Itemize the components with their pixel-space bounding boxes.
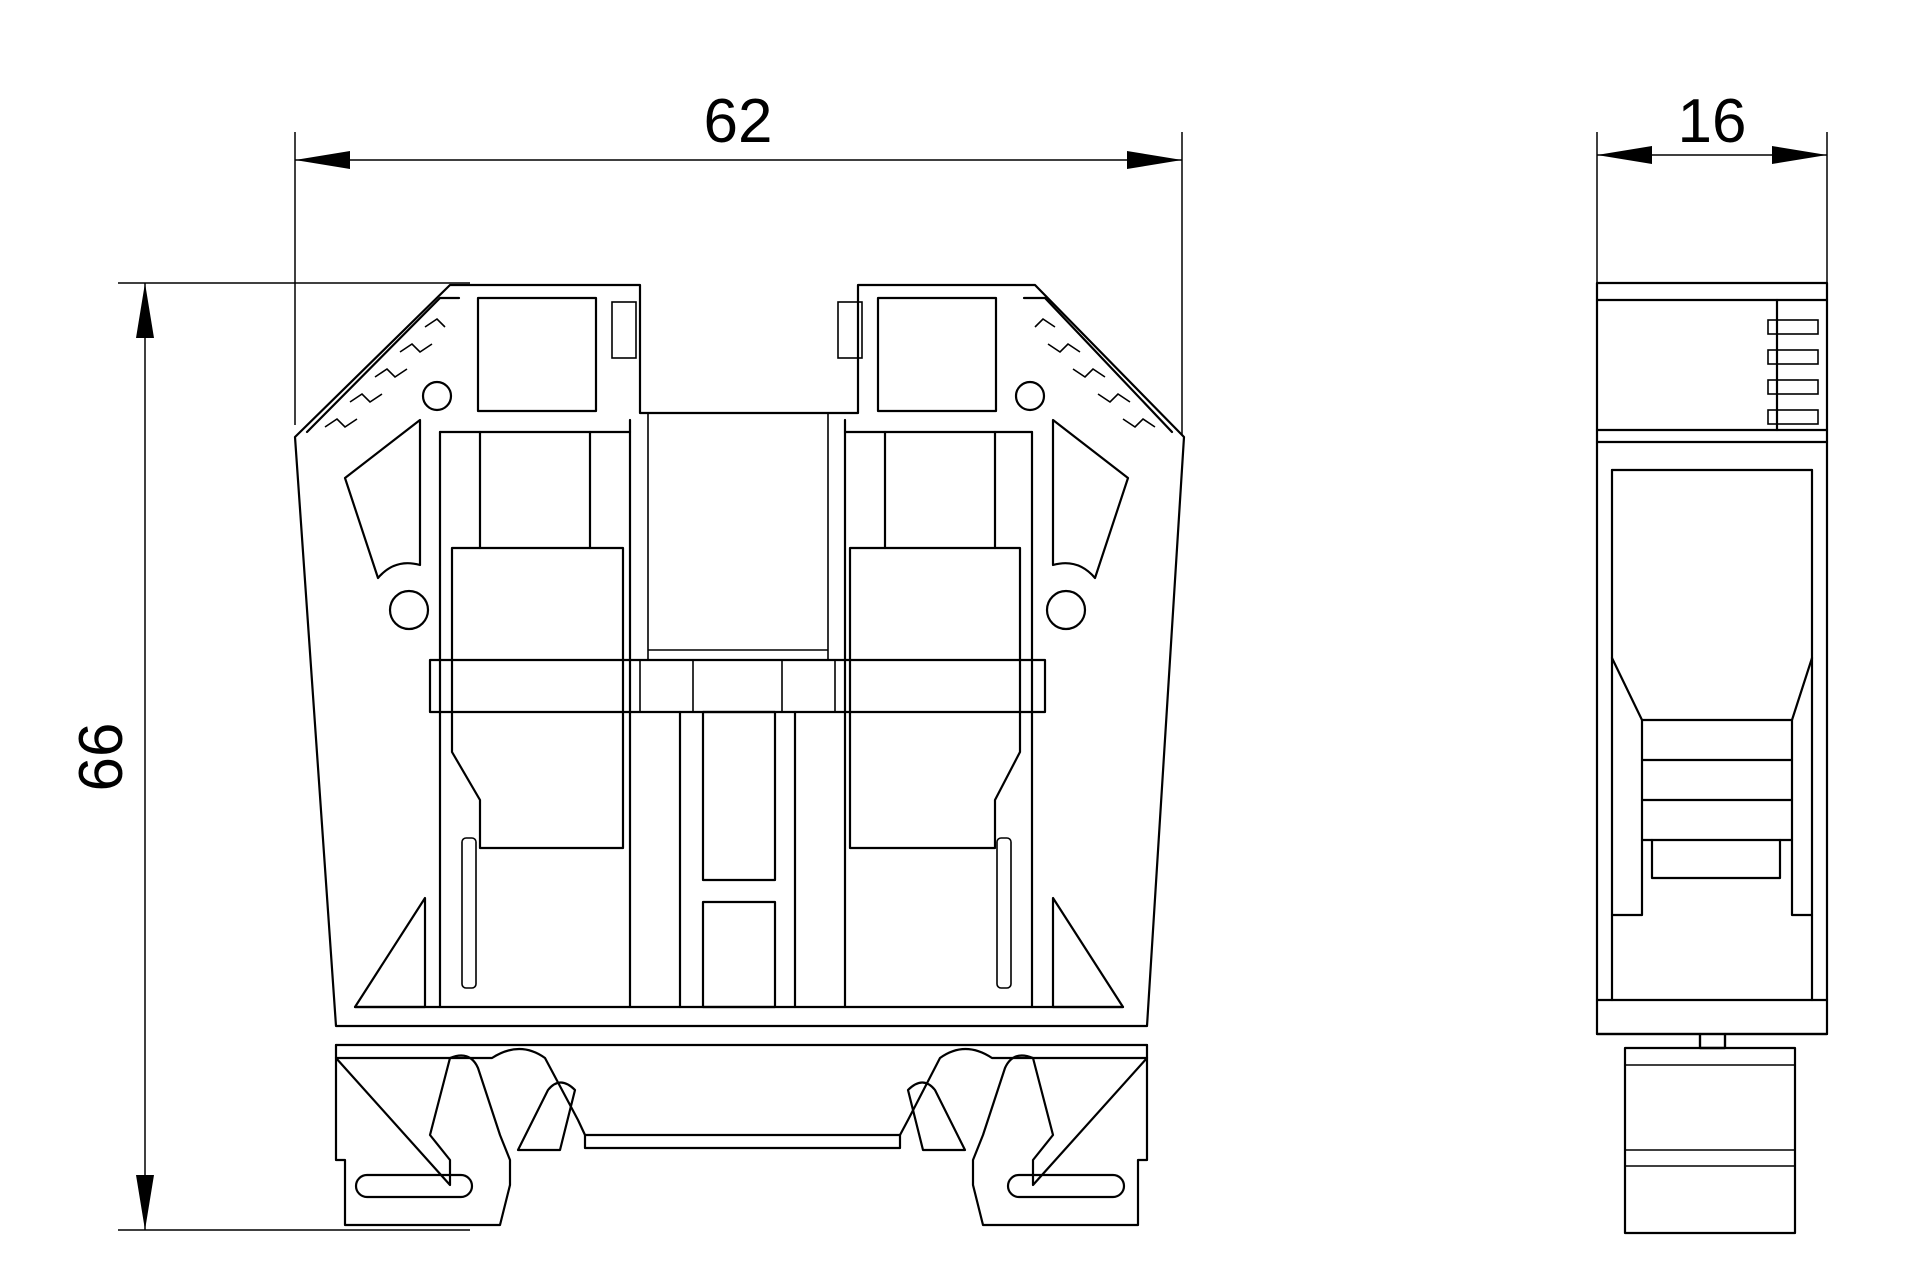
- foot-slot-right: [1006, 1173, 1126, 1199]
- foot-slot-left: [354, 1173, 474, 1199]
- depth-label: 16: [1678, 87, 1747, 156]
- depth-dimension: 16: [1596, 87, 1828, 285]
- front-view: [293, 283, 1186, 1227]
- width-label: 62: [704, 87, 773, 156]
- screw-window-right: [876, 296, 998, 413]
- side-body: [1595, 281, 1829, 1036]
- hole-mid-right: [1045, 589, 1087, 631]
- clamp-right: [848, 546, 1022, 850]
- height-dimension: 66: [67, 282, 470, 1231]
- hole-top-right: [1014, 380, 1046, 412]
- hole-mid-left: [388, 589, 430, 631]
- height-label: 66: [67, 723, 136, 792]
- housing-outline: [293, 283, 1186, 1028]
- clamp-left: [450, 546, 625, 850]
- busbar: [428, 658, 1047, 714]
- width-dimension: 62: [294, 87, 1183, 435]
- din-rail-foot: [334, 1043, 1149, 1137]
- side-view: [1595, 281, 1829, 1235]
- screw-window-left: [476, 296, 598, 413]
- hole-top-left: [421, 380, 453, 412]
- side-foot: [1623, 1046, 1797, 1235]
